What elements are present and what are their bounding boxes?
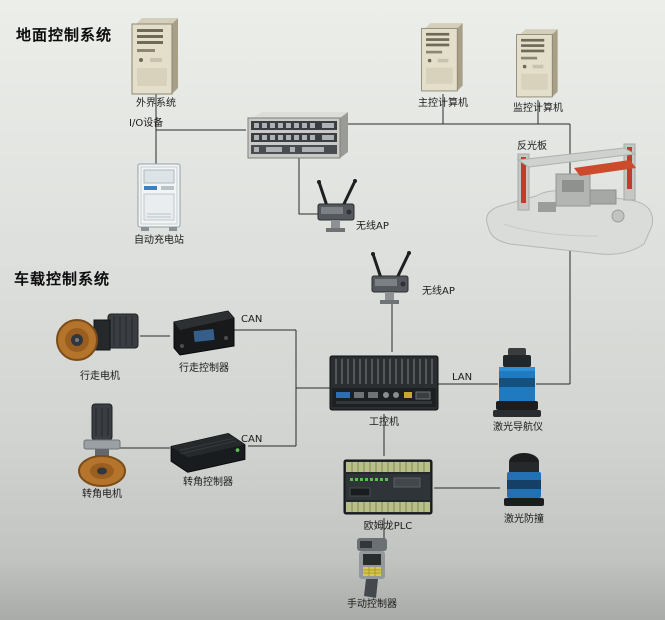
industrial-pc-node [328, 352, 440, 414]
industrial-pc-label: 工控机 [369, 417, 399, 428]
travel-controller-node [170, 306, 238, 358]
network-switch-node [246, 110, 348, 160]
laser-anticollision-icon [504, 453, 544, 506]
computer-tower-icon [131, 18, 178, 95]
laser-navigator-icon [493, 348, 541, 417]
ground-section-title: 地面控制系统 [16, 26, 113, 44]
lan-label: LAN [452, 372, 473, 383]
omron-plc-node [342, 456, 434, 518]
network-switch-icon [247, 112, 348, 159]
laser-navigator-node [488, 346, 546, 420]
reflector-machine-node [478, 132, 660, 264]
wireless-ap1-node [312, 178, 364, 234]
steer-motor-label: 转角电机 [82, 489, 122, 500]
monitor-computer-node [513, 26, 563, 100]
drive-motor-icon [56, 313, 139, 361]
plc-icon [343, 459, 433, 515]
steer-controller-label: 转角控制器 [183, 477, 233, 488]
wireless-ap-icon [371, 251, 411, 304]
main-computer-node [418, 20, 468, 94]
laser-navigator-label: 激光导航仪 [493, 422, 543, 433]
steer-motor-node [70, 402, 134, 488]
travel-controller-label: 行走控制器 [179, 363, 229, 374]
wireless-ap2-node [366, 250, 418, 306]
charging-station-node [136, 162, 182, 232]
computer-tower-icon [516, 29, 558, 98]
vehicle-section-title: 车载控制系统 [14, 270, 111, 288]
motor-controller-icon [173, 310, 235, 356]
travel-motor-node [56, 302, 144, 368]
external-system-label: 外界系统 [136, 98, 176, 109]
handheld-controller-icon [357, 538, 387, 598]
laser-anticollision-label: 激光防撞 [504, 514, 544, 525]
can-bus1-label: CAN [241, 314, 263, 325]
computer-tower-icon [421, 23, 463, 92]
reflector-label: 反光板 [517, 141, 547, 152]
industrial-pc-icon [329, 355, 439, 411]
charging-station-icon [137, 163, 181, 231]
laser-anticollision-node [500, 450, 548, 510]
travel-motor-label: 行走电机 [80, 371, 120, 382]
wireless-ap-icon [317, 179, 357, 232]
steer-controller-node [166, 428, 250, 476]
charging-station-label: 自动充电站 [134, 235, 184, 246]
steer-motor-icon [78, 403, 126, 487]
external-system-node [128, 16, 184, 96]
main-computer-label: 主控计算机 [418, 98, 468, 109]
motor-controller-icon [170, 433, 246, 473]
wireless-ap1-label: 无线AP [356, 221, 389, 232]
manual-controller-node [350, 536, 394, 600]
monitor-computer-label: 监控计算机 [513, 103, 563, 114]
wireless-ap2-label: 无线AP [422, 286, 455, 297]
can-bus2-label: CAN [241, 434, 263, 445]
io-device-label: I/O设备 [129, 118, 164, 129]
manual-controller-label: 手动控制器 [347, 599, 397, 610]
omron-plc-label: 欧姆龙PLC [363, 521, 413, 532]
reflector-machine-icon [486, 143, 654, 255]
